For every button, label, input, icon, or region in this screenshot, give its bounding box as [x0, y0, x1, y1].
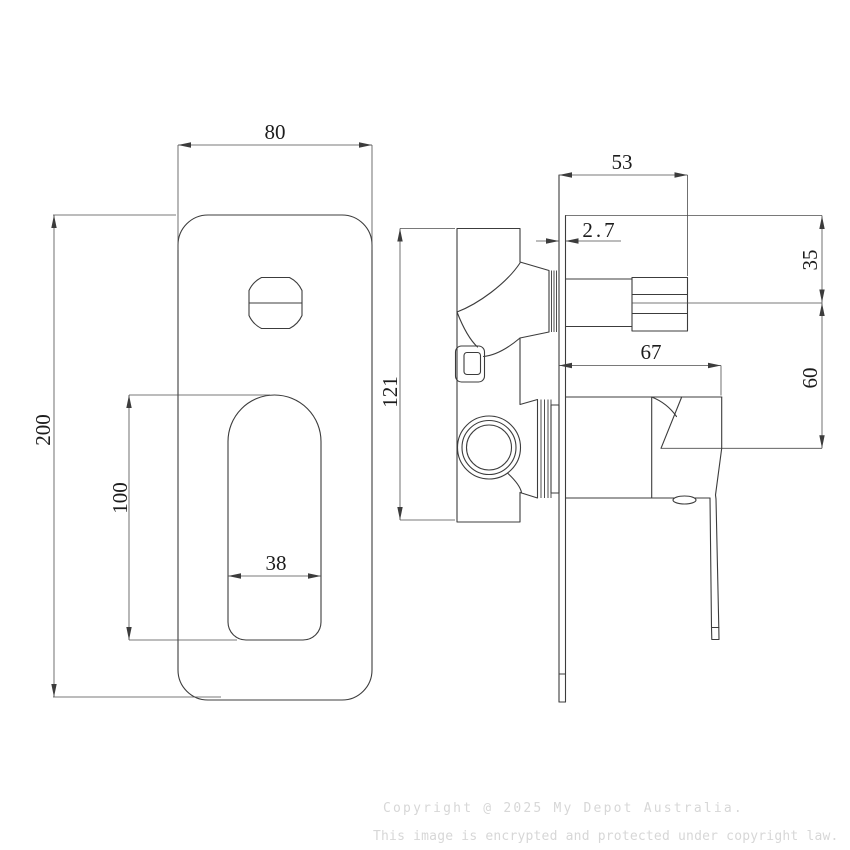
- handle-front-slope: [660, 396, 683, 449]
- inlet-port-inner: [465, 424, 513, 471]
- handle-assembly: [564, 396, 822, 641]
- valve-body-outline: [456, 227, 550, 523]
- dim-label-body-height: 121: [378, 376, 402, 408]
- handle-lever-end: [710, 626, 720, 641]
- dimension-arrowheads: [51, 142, 825, 697]
- dim-label-cutout-height: 100: [108, 482, 132, 514]
- wall-plate-edge: [558, 174, 567, 703]
- body-contour-left: [456, 311, 479, 348]
- handle-cutout: [227, 394, 322, 641]
- faceplate-outline: [177, 214, 373, 701]
- dim-53-lines: [559, 174, 688, 276]
- hex-plug-inner: [463, 351, 482, 376]
- cartridge-sleeve: [540, 399, 560, 498]
- dim-label-cutout-width: 38: [266, 551, 287, 575]
- dim-67-lines: [559, 365, 722, 396]
- dim-80-lines: [177, 144, 373, 250]
- body-contour-upper: [456, 262, 521, 313]
- front-view: [177, 214, 373, 701]
- watermark-line2: This image is encrypted and protected un…: [373, 829, 839, 844]
- hex-plug-outer: [454, 345, 486, 383]
- dim-label-plate-width: 80: [265, 120, 286, 144]
- side-view: [454, 174, 822, 703]
- dim-200-lines: [53, 214, 221, 698]
- dim-label-plate-thickness: 2.7: [582, 218, 617, 242]
- handle-lever: [709, 497, 720, 629]
- dim-100-lines: [128, 394, 270, 641]
- spout-thread-band: [551, 270, 560, 332]
- spout-outlet: [564, 276, 822, 332]
- diverter-button: [248, 276, 303, 330]
- dim-label-spout-to-handle: 60: [798, 368, 822, 389]
- inlet-port-mid: [461, 419, 517, 476]
- watermark-line1: Copyright @ 2025 My Depot Australia.: [383, 801, 744, 816]
- inlet-port-outer: [456, 415, 522, 480]
- dim-label-plate-height: 200: [31, 414, 55, 446]
- body-contour-lower: [507, 472, 523, 494]
- handle-set-screw: [672, 495, 697, 505]
- handle-neck-arc: [651, 396, 678, 418]
- dim-label-depth: 53: [612, 150, 633, 174]
- body-contour-mid: [482, 337, 521, 358]
- dim-label-top-to-spout: 35: [798, 250, 822, 271]
- handle-back-edge: [714, 396, 723, 500]
- copyright-watermark: Copyright @ 2025 My Depot Australia. Thi…: [373, 801, 839, 844]
- dimension-lines: [53, 144, 823, 698]
- dim-121-lines: [399, 228, 455, 521]
- dimension-labels: 80 200 100 38 53 2.7 121 35 60 67: [31, 120, 822, 575]
- dim-label-handle-projection: 67: [641, 340, 662, 364]
